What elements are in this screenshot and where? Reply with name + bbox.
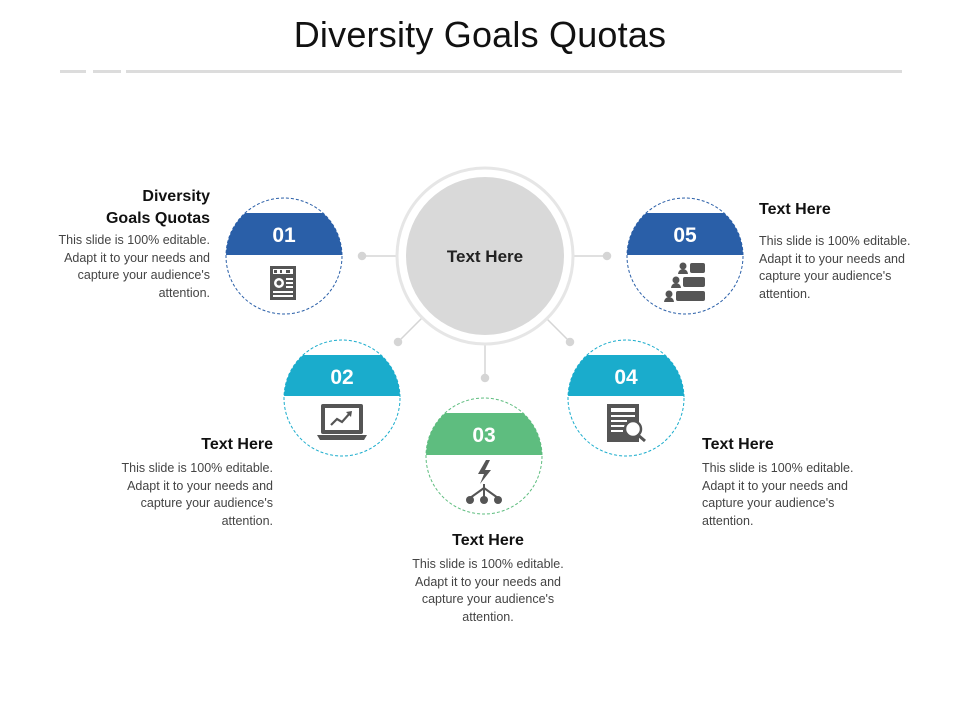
step-02-heading: Text Here <box>201 436 273 453</box>
document-search-icon <box>607 404 646 443</box>
title-divider-segment <box>93 70 121 73</box>
step-03-description: This slide is 100% editable. Adapt it to… <box>412 557 564 624</box>
people-list-icon <box>664 262 705 302</box>
step-05-description: This slide is 100% editable. Adapt it to… <box>759 234 911 301</box>
step-05-heading: Text Here <box>759 201 831 218</box>
step-02-number: 02 <box>330 366 353 389</box>
step-02: 02 <box>283 339 401 457</box>
connector-02 <box>397 317 423 343</box>
step-03-number: 03 <box>472 424 495 447</box>
title-divider-segment <box>60 70 86 73</box>
step-01-number: 01 <box>272 224 296 247</box>
step-05-text: Text Here This slide is 100% editable. A… <box>759 199 929 303</box>
step-01-band <box>226 213 342 255</box>
step-05-band <box>627 213 743 255</box>
slide-title: Diversity Goals Quotas <box>293 14 667 55</box>
step-01-description: This slide is 100% editable. Adapt it to… <box>58 233 210 300</box>
step-02-band <box>284 355 400 396</box>
step-02-text: Text Here This slide is 100% editable. A… <box>103 434 273 530</box>
connector-dot-04 <box>565 337 575 347</box>
step-03: 03 <box>425 397 543 515</box>
step-01-heading: Diversity Goals Quotas <box>105 188 210 227</box>
title-divider <box>126 70 902 73</box>
connector-dot-01 <box>357 251 367 261</box>
center-hub <box>406 177 564 335</box>
connector-dot-05 <box>602 251 612 261</box>
laptop-chart-icon <box>317 404 367 440</box>
step-01-text: Diversity Goals Quotas This slide is 100… <box>40 186 210 302</box>
connector-dot-03 <box>480 373 490 383</box>
step-02-description: This slide is 100% editable. Adapt it to… <box>121 461 273 528</box>
step-04-heading: Text Here <box>702 436 774 453</box>
center-hub-label: Text Here <box>447 247 523 266</box>
step-03-text: Text Here This slide is 100% editable. A… <box>403 530 573 626</box>
connector-04 <box>545 317 571 343</box>
step-01: 01 <box>225 197 343 315</box>
step-03-heading: Text Here <box>452 532 524 549</box>
step-04-description: This slide is 100% editable. Adapt it to… <box>702 461 854 528</box>
step-05: 05 <box>626 197 744 315</box>
connector-dot-02 <box>393 337 403 347</box>
step-03-band <box>426 413 542 455</box>
lightning-network-icon <box>466 460 502 504</box>
connectors <box>357 251 612 383</box>
step-04-number: 04 <box>614 366 638 389</box>
step-04-band <box>568 355 684 396</box>
newspaper-icon <box>270 266 296 300</box>
step-05-number: 05 <box>673 224 697 247</box>
step-04-text: Text Here This slide is 100% editable. A… <box>702 434 872 530</box>
step-04: 04 <box>567 339 685 457</box>
